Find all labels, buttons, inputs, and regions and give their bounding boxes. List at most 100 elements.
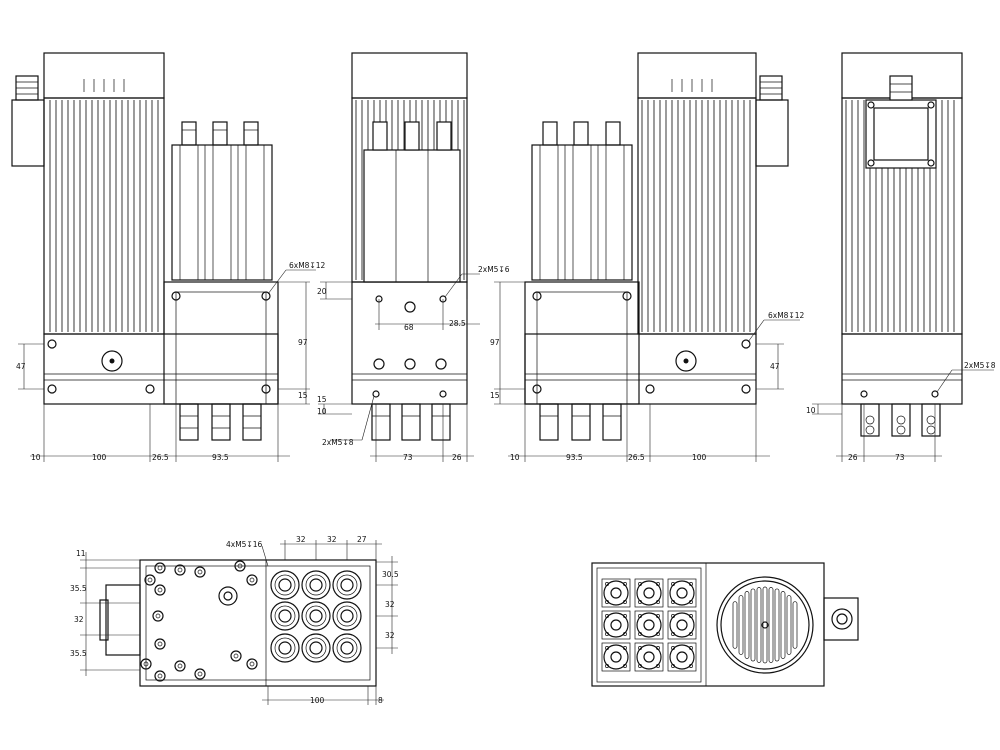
dim-front-73: 73 [403,453,413,462]
connector-ring [636,644,662,670]
connector-screw [605,614,609,618]
connector-screw [671,646,675,650]
connector-square [667,642,697,672]
base-outline [139,559,377,687]
connector-screw [671,582,675,586]
motor-cap [637,52,757,99]
fan-slot [786,595,792,655]
connectors [371,403,451,441]
connector-square [601,578,631,608]
dim-right-100: 100 [692,453,707,462]
mount-hole-core [157,673,163,679]
connector-pin [278,641,292,655]
mount-hole [154,670,166,682]
connector-screw [671,632,675,636]
mount-hole-core [143,661,149,667]
connector-pin [643,651,655,663]
callout-holes-left: 6xM8↧12 [289,261,326,270]
connector-ring [332,601,362,631]
mount-hole-core [197,671,203,677]
connector-ring [669,612,695,638]
connector-screw [605,582,609,586]
connector-ring-inner [274,637,296,659]
mount-hole [194,566,206,578]
connector-screw [656,664,660,668]
dim-front-15: 15 [317,395,327,404]
fan-slot [774,588,780,662]
connector-pin [278,609,292,623]
connector-ring [301,570,331,600]
mount-hole-core [233,653,239,659]
mount-hole-core [249,661,255,667]
connector-screw [656,614,660,618]
connector-ring [270,570,300,600]
fan-cover [716,576,814,674]
cable-gland [823,597,859,641]
connector-pin [309,578,323,592]
connector-ring-inner [305,637,327,659]
base-plate [841,333,963,405]
dim-back-26: 26 [848,453,858,462]
dim-right-97: 97 [490,338,500,347]
connector-screw [623,632,627,636]
fan-slot [762,586,768,664]
connector-square [667,578,697,608]
connector-screw [605,646,609,650]
mount-hole [234,560,246,572]
connector-pin [309,641,323,655]
motor-cap [351,52,468,99]
connector-screw [638,600,642,604]
connector-screw [656,600,660,604]
junction-box [755,99,789,167]
dim-left-47: 47 [16,362,26,371]
connector-pin [643,619,655,631]
connector-ring-inner [336,637,358,659]
fan-slot [756,587,762,663]
connector-screw [623,664,627,668]
junction-box [11,99,45,167]
connector-square [601,642,631,672]
connector-pin [676,587,688,599]
connector-screw [605,664,609,668]
connector-ring [669,644,695,670]
connector-grid [270,570,362,663]
left-side-view: 6xM8↧12 10 100 26.5 93.5 47 97 15 [11,52,326,462]
connector-screw [671,614,675,618]
connector-ring-inner [305,605,327,627]
fan-slot [750,588,756,662]
dim-bottom-100: 100 [310,696,325,705]
dim-right-10: 10 [510,453,520,462]
mount-holes [140,560,258,682]
mount-hole [174,564,186,576]
mount-hole-core [157,587,163,593]
connectors [179,403,262,441]
connector-square [634,642,664,672]
connector-screw [623,600,627,604]
connector-ring-inner [336,605,358,627]
top-outline [591,562,825,687]
connector-ring [332,633,362,663]
connector-square [667,610,697,640]
dim-front-26: 26 [452,453,462,462]
connector-screw [689,614,693,618]
connector-square [634,610,664,640]
dim-bottom-8: 8 [378,696,383,705]
connector-screw [689,646,693,650]
cylinders [531,121,633,281]
connector-ring-inner [336,574,358,596]
connector-pin [610,651,622,663]
connectors [860,403,941,437]
connector-screw [656,632,660,636]
cylinders [171,121,273,281]
fan-slot [780,591,786,659]
mount-hole-core [177,663,183,669]
junction-box [105,584,141,656]
connector-screw [623,614,627,618]
connector-ring [301,601,331,631]
connector-ring [603,612,629,638]
right-side-view: 6xM8↧12 10 93.5 26.5 100 97 15 47 [490,52,805,462]
dim-left-26-5: 26.5 [152,453,169,462]
mount-hole-core [157,641,163,647]
mount-hole-core [237,563,243,569]
